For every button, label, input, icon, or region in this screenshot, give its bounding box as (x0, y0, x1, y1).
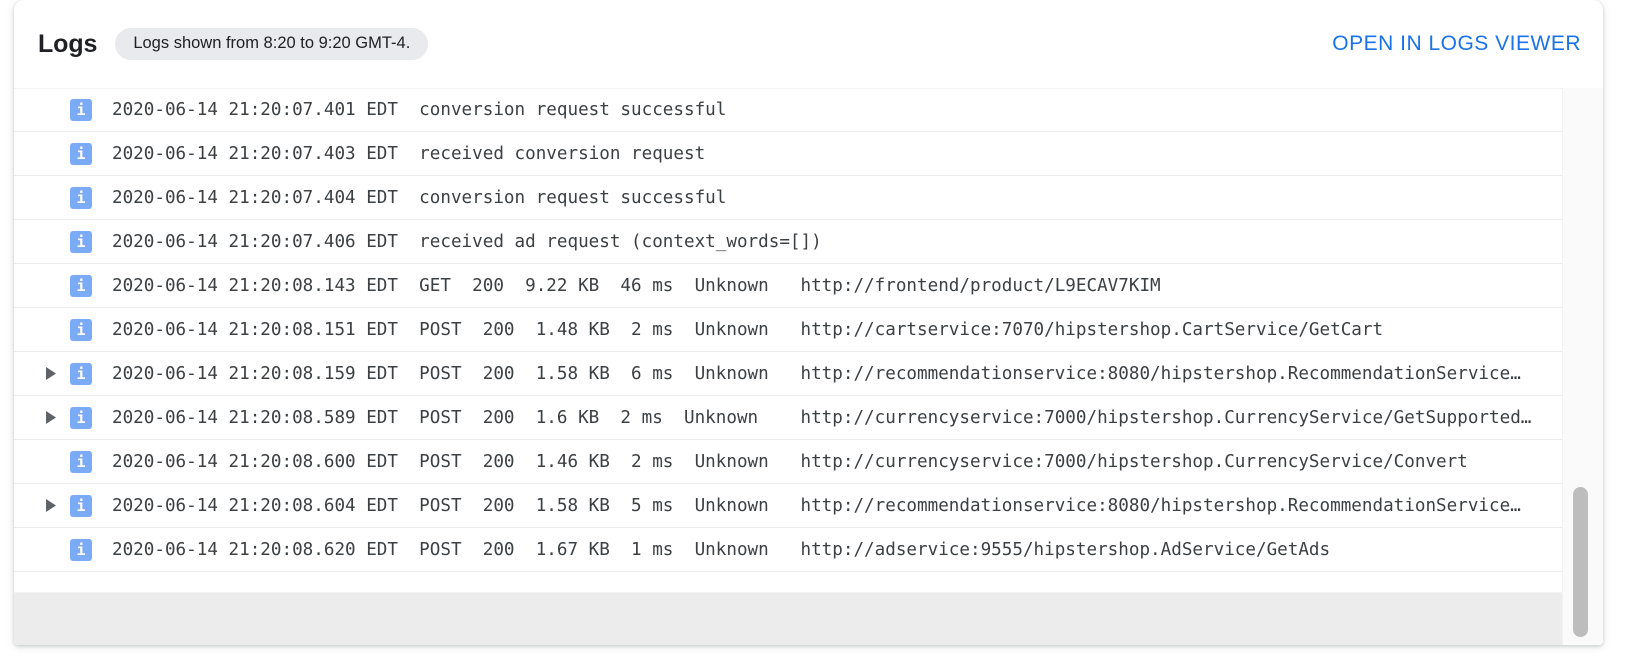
logs-body: i 2020-06-14 21:20:07.401 EDT conversion … (14, 88, 1603, 645)
page-title: Logs (38, 29, 98, 58)
log-entry-text: 2020-06-14 21:20:08.151 EDT POST 200 1.4… (112, 319, 1384, 340)
expand-row-placeholder (38, 440, 64, 484)
log-row[interactable]: i 2020-06-14 21:20:07.406 EDT received ad… (14, 220, 1563, 264)
chevron-right-icon (45, 367, 56, 380)
vertical-scrollbar-thumb[interactable] (1573, 487, 1588, 637)
severity-info-icon: i (70, 99, 92, 121)
chevron-right-icon (45, 411, 56, 424)
severity-info-icon: i (70, 538, 92, 561)
expand-row-placeholder (38, 88, 64, 132)
logs-header: Logs Logs shown from 8:20 to 9:20 GMT-4.… (14, 0, 1603, 88)
severity-info-icon: i (70, 274, 92, 297)
log-row[interactable]: i 2020-06-14 21:20:08.589 EDT POST 200 1.… (14, 396, 1563, 440)
expand-row-placeholder (38, 176, 64, 220)
time-range-chip: Logs shown from 8:20 to 9:20 GMT-4. (115, 28, 429, 60)
log-entry-text: 2020-06-14 21:20:08.143 EDT GET 200 9.22… (112, 275, 1161, 296)
vertical-scrollbar[interactable] (1562, 88, 1603, 645)
expand-row-toggle[interactable] (38, 396, 64, 440)
severity-info-icon: i (70, 230, 92, 253)
open-in-logs-viewer-link[interactable]: OPEN IN LOGS VIEWER (1332, 32, 1581, 55)
logs-panel: Logs Logs shown from 8:20 to 9:20 GMT-4.… (14, 0, 1603, 645)
log-row[interactable]: i 2020-06-14 21:20:08.600 EDT POST 200 1.… (14, 440, 1563, 484)
expand-row-placeholder (38, 528, 64, 572)
log-entry-text: 2020-06-14 21:20:07.401 EDT conversion r… (112, 100, 727, 120)
severity-info-icon: i (70, 186, 92, 209)
severity-info-icon: i (70, 406, 92, 429)
chevron-right-icon (45, 499, 56, 512)
expand-row-toggle[interactable] (38, 484, 64, 528)
log-row[interactable]: i 2020-06-14 21:20:07.403 EDT received co… (14, 132, 1563, 176)
log-entry-text: 2020-06-14 21:20:08.620 EDT POST 200 1.6… (112, 539, 1331, 560)
log-row[interactable]: i 2020-06-14 21:20:08.620 EDT POST 200 1.… (14, 528, 1563, 572)
log-row[interactable]: i 2020-06-14 21:20:08.159 EDT POST 200 1.… (14, 352, 1563, 396)
expand-row-placeholder (38, 220, 64, 264)
log-entry-text: 2020-06-14 21:20:07.404 EDT conversion r… (112, 187, 727, 208)
log-entry-text: 2020-06-14 21:20:07.406 EDT received ad … (112, 231, 822, 252)
expand-row-placeholder (38, 132, 64, 176)
log-row[interactable]: i 2020-06-14 21:20:07.401 EDT conversion … (14, 88, 1563, 132)
log-list[interactable]: i 2020-06-14 21:20:07.401 EDT conversion … (14, 88, 1563, 645)
log-row[interactable]: i 2020-06-14 21:20:08.151 EDT POST 200 1.… (14, 308, 1563, 352)
severity-info-icon: i (70, 494, 92, 517)
expand-row-placeholder (38, 308, 64, 352)
log-entry-text: 2020-06-14 21:20:08.600 EDT POST 200 1.4… (112, 451, 1468, 472)
log-row[interactable]: i 2020-06-14 21:20:08.604 EDT POST 200 1.… (14, 484, 1563, 528)
log-row[interactable]: i 2020-06-14 21:20:07.404 EDT conversion … (14, 176, 1563, 220)
logs-footer-bar (14, 592, 1563, 645)
severity-info-icon: i (70, 450, 92, 473)
log-entry-text: 2020-06-14 21:20:07.403 EDT received con… (112, 143, 706, 164)
severity-info-icon: i (70, 318, 92, 341)
expand-row-placeholder (38, 264, 64, 308)
log-entry-text: 2020-06-14 21:20:08.589 EDT POST 200 1.6… (112, 407, 1532, 428)
log-row[interactable]: i 2020-06-14 21:20:08.143 EDT GET 200 9.2… (14, 264, 1563, 308)
log-entry-text: 2020-06-14 21:20:08.159 EDT POST 200 1.5… (112, 363, 1521, 384)
log-entry-text: 2020-06-14 21:20:08.604 EDT POST 200 1.5… (112, 495, 1521, 516)
expand-row-toggle[interactable] (38, 352, 64, 396)
severity-info-icon: i (70, 362, 92, 385)
severity-info-icon: i (70, 142, 92, 165)
